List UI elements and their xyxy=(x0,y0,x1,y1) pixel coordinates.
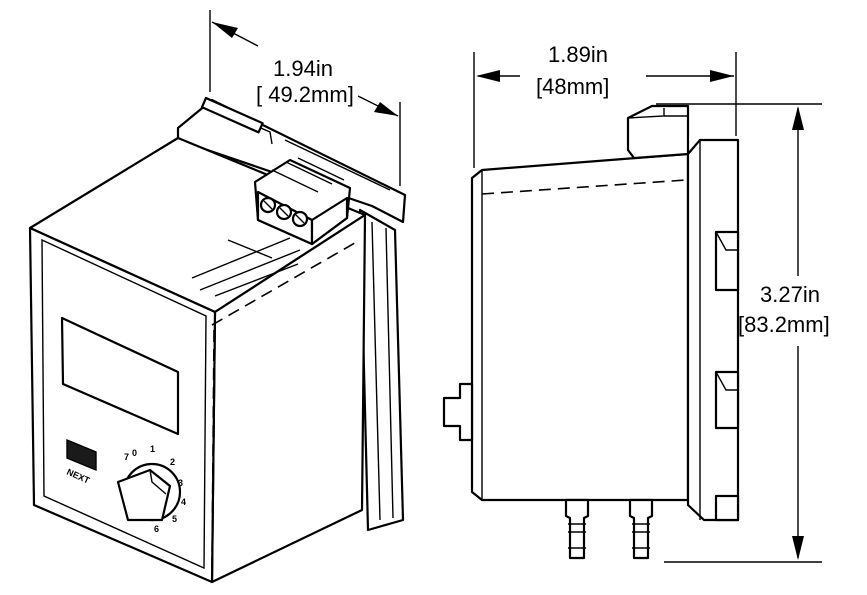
side-din-clip xyxy=(686,138,740,522)
height-inches: 3.27in xyxy=(760,282,820,307)
side-view: 1.89in [48mm] 3.27in [83.2mm] xyxy=(442,42,830,563)
side-housing xyxy=(470,152,690,502)
dial-tick-2: 2 xyxy=(170,457,175,467)
dial-tick-1: 1 xyxy=(150,444,155,454)
display-window xyxy=(60,316,180,436)
dial-tick-5: 5 xyxy=(172,514,177,524)
bracket-tab xyxy=(200,96,264,134)
side-terminal xyxy=(626,104,690,160)
top-label-text xyxy=(191,237,301,297)
dial-tick-3: 3 xyxy=(178,478,183,488)
dial-tick-7: 7 xyxy=(124,452,129,462)
side-depth-mm: [48mm] xyxy=(536,74,609,99)
height-mm: [83.2mm] xyxy=(738,312,830,337)
dial-tick-4: 4 xyxy=(181,497,186,507)
side-depth-dimension: 1.89in [48mm] xyxy=(473,42,737,168)
front-width-mm: [ 49.2mm] xyxy=(256,82,354,107)
side-knob xyxy=(442,382,474,442)
side-connectors xyxy=(564,498,654,560)
isometric-view: NEXT 0 1 2 3 4 5 6 7 1.94in [ 49.2mm] xyxy=(28,10,407,584)
dial-tick-6: 6 xyxy=(154,524,159,534)
front-bezel xyxy=(41,238,207,570)
height-dimension: 3.27in [83.2mm] xyxy=(656,103,830,563)
terminal-block xyxy=(253,157,352,246)
side-depth-inches: 1.89in xyxy=(548,42,608,67)
next-button xyxy=(66,438,97,472)
dial-tick-0: 0 xyxy=(132,448,137,458)
front-width-dimension: 1.94in [ 49.2mm] xyxy=(209,10,401,186)
front-width-inches: 1.94in xyxy=(273,56,333,81)
din-rail-clip xyxy=(358,208,405,532)
rotary-selector: 0 1 2 3 4 5 6 7 xyxy=(116,444,186,534)
